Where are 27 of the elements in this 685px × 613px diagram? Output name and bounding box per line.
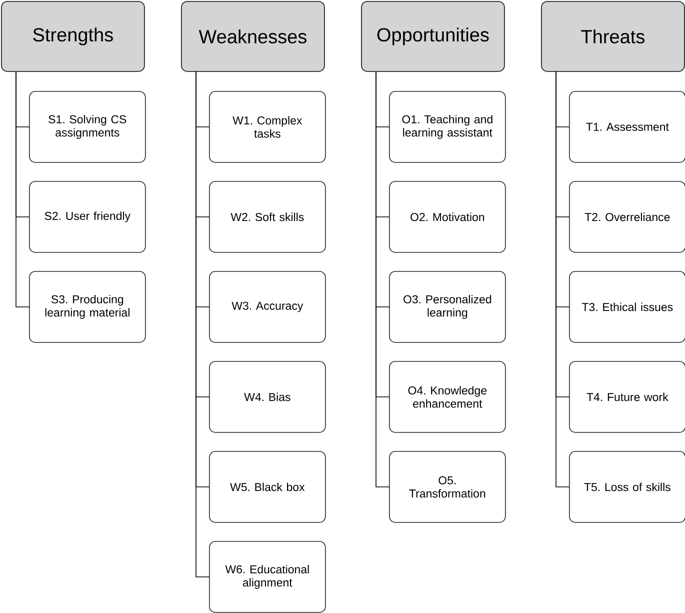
item-box: S2. User friendly: [29, 181, 146, 253]
item-box: W6. Educational alignment: [209, 541, 326, 613]
item-box: O3. Personalized learning: [389, 271, 506, 343]
item-box: T2. Overreliance: [569, 181, 685, 253]
item-box: T4. Future work: [569, 361, 685, 433]
item-box: T1. Assessment: [569, 91, 685, 163]
category-box: Threats: [541, 1, 685, 72]
item-box: T5. Loss of skills: [569, 451, 685, 523]
category-box: Strengths: [1, 1, 145, 72]
item-box: O1. Teaching and learning assistant: [389, 91, 506, 163]
category-box: Weaknesses: [181, 1, 325, 72]
item-box: W2. Soft skills: [209, 181, 326, 253]
item-box: O2. Motivation: [389, 181, 506, 253]
item-box: S1. Solving CS assignments: [29, 91, 146, 163]
connector-line: [16, 72, 30, 308]
item-box: O4. Knowledge enhancement: [389, 361, 506, 433]
item-box: W5. Black box: [209, 451, 326, 523]
item-box: O5. Transformation: [389, 451, 506, 523]
connector-line: [556, 72, 570, 488]
item-box: T3. Ethical issues: [569, 271, 685, 343]
item-box: W4. Bias: [209, 361, 326, 433]
item-box: W1. Complex tasks: [209, 91, 326, 163]
connector-line: [376, 72, 390, 488]
item-box: S3. Producing learning material: [29, 271, 146, 343]
connector-line: [196, 72, 210, 578]
item-box: W3. Accuracy: [209, 271, 326, 343]
category-box: Opportunities: [361, 1, 505, 72]
